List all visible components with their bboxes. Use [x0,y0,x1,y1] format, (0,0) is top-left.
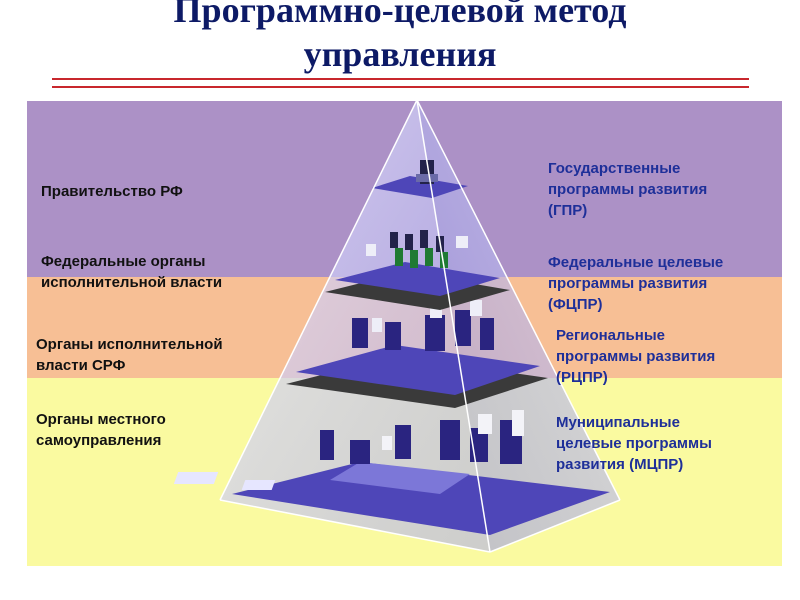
title-divider-bottom [52,86,749,88]
level-1-program-line-3: (ГПР) [548,202,588,219]
level-4-body-line-1: Органы местного [36,411,166,428]
level-1-program-label: Государственные программы развития (ГПР) [548,158,707,221]
level-2-body-line-1: Федеральные органы [41,253,206,270]
level-2-program-line-2: программы развития [548,275,708,292]
level-2-program-label: Федеральные целевые программы развития (… [548,252,723,315]
level-2-body-label: Федеральные органы исполнительной власти [41,251,222,293]
level-4-program-line-3: развития (МЦПР) [556,456,684,473]
level-3-program-line-2: программы развития [556,348,716,365]
slide-title: Программно-целевой метод управления [0,0,800,76]
pyramid-floor-municipal [173,410,610,535]
slide-title-line-2: управления [303,34,497,74]
slide-title-line-1: Программно-целевой метод [173,0,627,30]
level-3-program-label: Региональные программы развития (РЦПР) [556,325,715,388]
level-2-body-line-2: исполнительной власти [41,274,223,291]
level-1-program-line-2: программы развития [548,181,708,198]
level-4-body-label: Органы местного самоуправления [36,409,166,451]
level-4-program-label: Муниципальные целевые программы развития… [556,412,712,475]
level-1-body-label: Правительство РФ [41,181,183,202]
pyramid-floor-government [372,160,468,198]
level-4-program-line-2: целевые программы [556,435,712,452]
level-2-program-line-3: (ФЦПР) [548,296,603,313]
level-3-body-line-2: власти СРФ [36,357,126,374]
level-2-program-line-1: Федеральные целевые [548,254,724,271]
level-3-program-line-1: Региональные [556,327,665,344]
level-3-body-label: Органы исполнительной власти СРФ [36,334,223,376]
level-4-program-line-1: Муниципальные [556,414,680,431]
pyramid-floor-regional [296,300,540,395]
level-4-body-line-2: самоуправления [36,432,162,449]
level-3-body-line-1: Органы исполнительной [36,336,223,353]
level-3-program-line-3: (РЦПР) [556,369,608,386]
title-divider-top [52,78,749,80]
pyramid-edges [219,99,621,553]
level-1-body-line-1: Правительство РФ [41,183,183,200]
level-1-program-line-1: Государственные [548,160,681,177]
